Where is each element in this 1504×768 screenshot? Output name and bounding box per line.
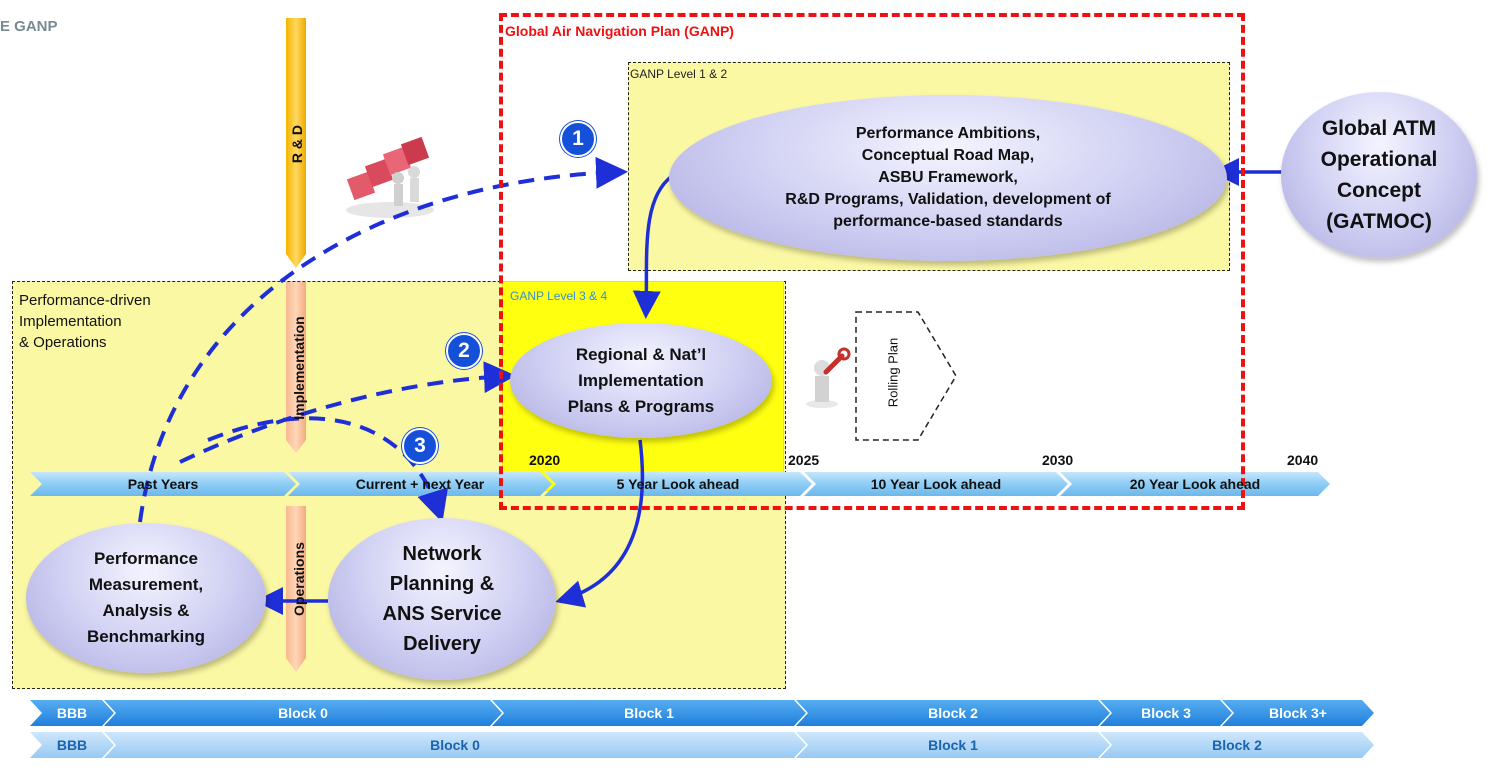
- team-pushing-icon: [346, 136, 434, 218]
- timeline-segment-label: 20 Year Look ahead: [1129, 476, 1261, 492]
- performance-ambitions-ellipse: Performance Ambitions, Conceptual Road M…: [669, 95, 1227, 261]
- performance-driven-line: Implementation: [19, 313, 122, 330]
- ambitions-line: ASBU Framework,: [878, 169, 1018, 186]
- gatmoc-line: Operational: [1320, 148, 1438, 171]
- block-lower-label: Block 0: [430, 737, 480, 753]
- performance-driven-label: Performance-driven Implementation & Oper…: [19, 290, 151, 353]
- implementation-label: Implementation: [291, 316, 307, 420]
- rd-bar: [286, 18, 306, 268]
- step-2-badge: 2: [446, 333, 482, 369]
- block-upper-label: Block 2: [928, 705, 978, 721]
- year-label: 2020: [529, 452, 561, 468]
- network-line: ANS Service: [382, 603, 502, 625]
- wrench-person-icon: [806, 347, 851, 408]
- gatmoc-line: (GATMOC): [1326, 210, 1432, 233]
- performance-driven-line: & Operations: [19, 334, 107, 351]
- measurement-line: Benchmarking: [86, 627, 206, 646]
- regional-line: Regional & Nat’l: [575, 344, 707, 364]
- block-upper-label: Block 3+: [1269, 705, 1327, 721]
- ganp-level-3-4-label: GANP Level 3 & 4: [510, 289, 608, 303]
- network-planning-ellipse: Network Planning & ANS Service Delivery: [328, 518, 556, 680]
- measurement-line: Measurement,: [88, 575, 204, 594]
- ambitions-line: performance-based standards: [833, 213, 1063, 230]
- block-row-lower: [30, 732, 1374, 758]
- network-line: Planning &: [389, 573, 495, 595]
- step-3-badge: 3: [402, 428, 438, 464]
- timeline-segment-label: 5 Year Look ahead: [616, 476, 740, 492]
- ganp-title: Global Air Navigation Plan (GANP): [505, 23, 734, 39]
- gatmoc-line: Global ATM: [1321, 117, 1437, 140]
- dashed-arrow-3: [207, 416, 449, 523]
- arrow-ambitions-to-regional: [632, 174, 674, 319]
- operations-label: Operations: [291, 542, 307, 616]
- corner-title: E GANP: [0, 18, 58, 35]
- regional-plans-ellipse: Regional & Nat’l Implementation Plans & …: [510, 323, 772, 438]
- rd-label: R & D: [289, 124, 305, 164]
- network-line: Delivery: [403, 633, 481, 655]
- timeline-segment-label: Past Years: [127, 476, 199, 492]
- ambitions-line: Performance Ambitions,: [855, 125, 1041, 142]
- year-label: 2025: [788, 452, 820, 468]
- performance-driven-line: Performance-driven: [19, 292, 151, 309]
- implementation-bar: [286, 282, 306, 453]
- year-label: 2030: [1042, 452, 1074, 468]
- block-upper-label: Block 0: [278, 705, 328, 721]
- ganp-outer-frame: [499, 13, 1245, 510]
- ambitions-line: R&D Programs, Validation, development of: [785, 191, 1111, 208]
- timeline-segment-label: 10 Year Look ahead: [870, 476, 1002, 492]
- regional-line: Plans & Programs: [567, 396, 715, 416]
- block-lower-label: Block 2: [1212, 737, 1262, 753]
- timeline-arrow: [30, 472, 1330, 496]
- rolling-plan-label: Rolling Plan: [885, 337, 901, 408]
- operations-bar: [286, 506, 306, 672]
- block-lower-label: Block 1: [928, 737, 978, 753]
- arrow-regional-to-network: [555, 439, 645, 608]
- ganp-level-1-2-label: GANP Level 1 & 2: [630, 67, 728, 81]
- block-upper-label: Block 3: [1141, 705, 1191, 721]
- block-row-upper: [30, 700, 1374, 726]
- performance-measurement-ellipse: Performance Measurement, Analysis & Benc…: [26, 523, 266, 673]
- block-upper-label: Block 1: [624, 705, 674, 721]
- dashed-arrow-1: [138, 156, 628, 523]
- block-upper-label: BBB: [56, 705, 88, 721]
- gatmoc-line: Concept: [1336, 179, 1421, 202]
- block-lower-label: BBB: [56, 737, 88, 753]
- timeline-segment-label: Current + next Year: [355, 476, 485, 492]
- year-label: 2040: [1287, 452, 1319, 468]
- regional-line: Implementation: [578, 370, 704, 390]
- dashed-arrow-2: [179, 361, 516, 464]
- network-line: Network: [402, 543, 482, 565]
- step-1-badge: 1: [560, 121, 596, 157]
- measurement-line: Analysis &: [102, 601, 190, 620]
- gatmoc-ellipse: Global ATM Operational Concept (GATMOC): [1281, 92, 1477, 258]
- measurement-line: Performance: [94, 549, 198, 568]
- rolling-plan-shape: [855, 311, 957, 441]
- ambitions-line: Conceptual Road Map,: [861, 147, 1035, 164]
